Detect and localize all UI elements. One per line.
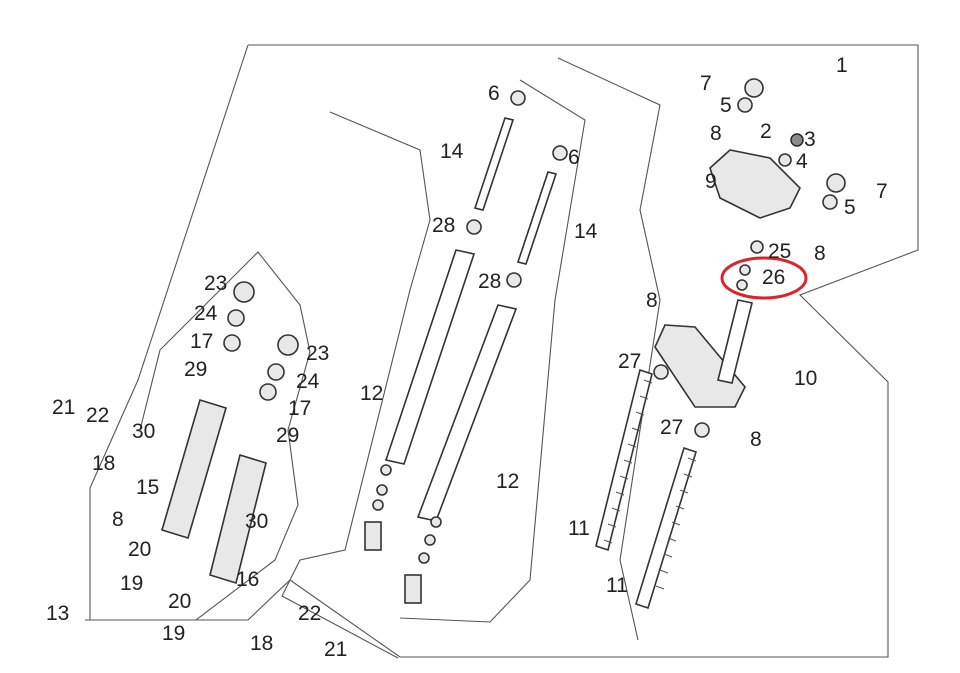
label-19: 19 [120, 572, 143, 595]
label-12: 12 [360, 382, 383, 405]
label-25: 25 [768, 240, 791, 263]
label-11: 11 [568, 517, 590, 540]
label-7: 7 [700, 72, 712, 95]
label-8: 8 [710, 122, 722, 145]
label-24: 24 [296, 370, 320, 393]
label-3: 3 [804, 128, 816, 151]
label-30: 30 [245, 510, 268, 533]
upper-triple-clamp-icon [709, 149, 801, 219]
slider-left-icon [161, 398, 227, 540]
damper-rod-left-icon [473, 117, 515, 211]
label-4: 4 [796, 150, 808, 173]
label-8: 8 [646, 289, 658, 312]
spring-right-icon [635, 446, 697, 610]
steering-stem-icon [717, 299, 753, 384]
label-28: 28 [432, 214, 455, 237]
small-parts [223, 78, 846, 604]
outline-right-section [557, 57, 661, 641]
label-29: 29 [276, 424, 299, 447]
label-23: 23 [306, 342, 329, 365]
label-24: 24 [194, 302, 218, 325]
slider-right-icon [209, 453, 267, 585]
outline-inner-tubes [399, 79, 586, 623]
label-6: 6 [488, 82, 500, 105]
label-19: 19 [162, 622, 185, 645]
label-18: 18 [92, 452, 115, 475]
label-12: 12 [496, 470, 519, 493]
label-10: 10 [794, 367, 817, 390]
part-labels: 1 7 5 2 3 8 4 9 7 5 25 8 26 8 6 14 6 28 … [46, 54, 888, 661]
label-18: 18 [250, 632, 273, 655]
fork-tube-left-icon [384, 249, 476, 465]
lower-triple-clamp-icon [654, 324, 746, 408]
label-8: 8 [750, 428, 762, 451]
label-5: 5 [844, 196, 856, 219]
label-20: 20 [128, 538, 151, 561]
label-27: 27 [618, 350, 641, 373]
label-20: 20 [168, 590, 191, 613]
outline-middle-section [281, 111, 431, 659]
label-14: 14 [440, 140, 464, 163]
label-14: 14 [574, 220, 598, 243]
highlight-ring-26 [720, 256, 808, 300]
label-28: 28 [478, 270, 501, 293]
label-16: 16 [236, 568, 259, 591]
label-5: 5 [720, 94, 732, 117]
label-1: 1 [836, 54, 848, 77]
label-21: 21 [52, 396, 75, 419]
label-23: 23 [204, 272, 227, 295]
label-21: 21 [324, 638, 347, 661]
label-8: 8 [814, 242, 826, 265]
label-17: 17 [190, 330, 213, 353]
outline-left-leg [85, 251, 311, 621]
label-30: 30 [132, 420, 155, 443]
label-26: 26 [762, 266, 785, 289]
label-27: 27 [660, 416, 683, 439]
label-15: 15 [136, 476, 159, 499]
label-22: 22 [86, 404, 109, 427]
label-29: 29 [184, 358, 207, 381]
label-11: 11 [606, 574, 628, 597]
label-2: 2 [760, 120, 772, 143]
label-17: 17 [288, 397, 311, 420]
label-7: 7 [876, 180, 888, 203]
label-13: 13 [46, 602, 69, 625]
label-6: 6 [568, 146, 580, 169]
label-8: 8 [112, 508, 124, 531]
damper-rod-right-icon [516, 171, 558, 265]
label-22: 22 [298, 602, 321, 625]
label-9: 9 [705, 170, 717, 193]
outline-main-assembly [89, 44, 919, 658]
